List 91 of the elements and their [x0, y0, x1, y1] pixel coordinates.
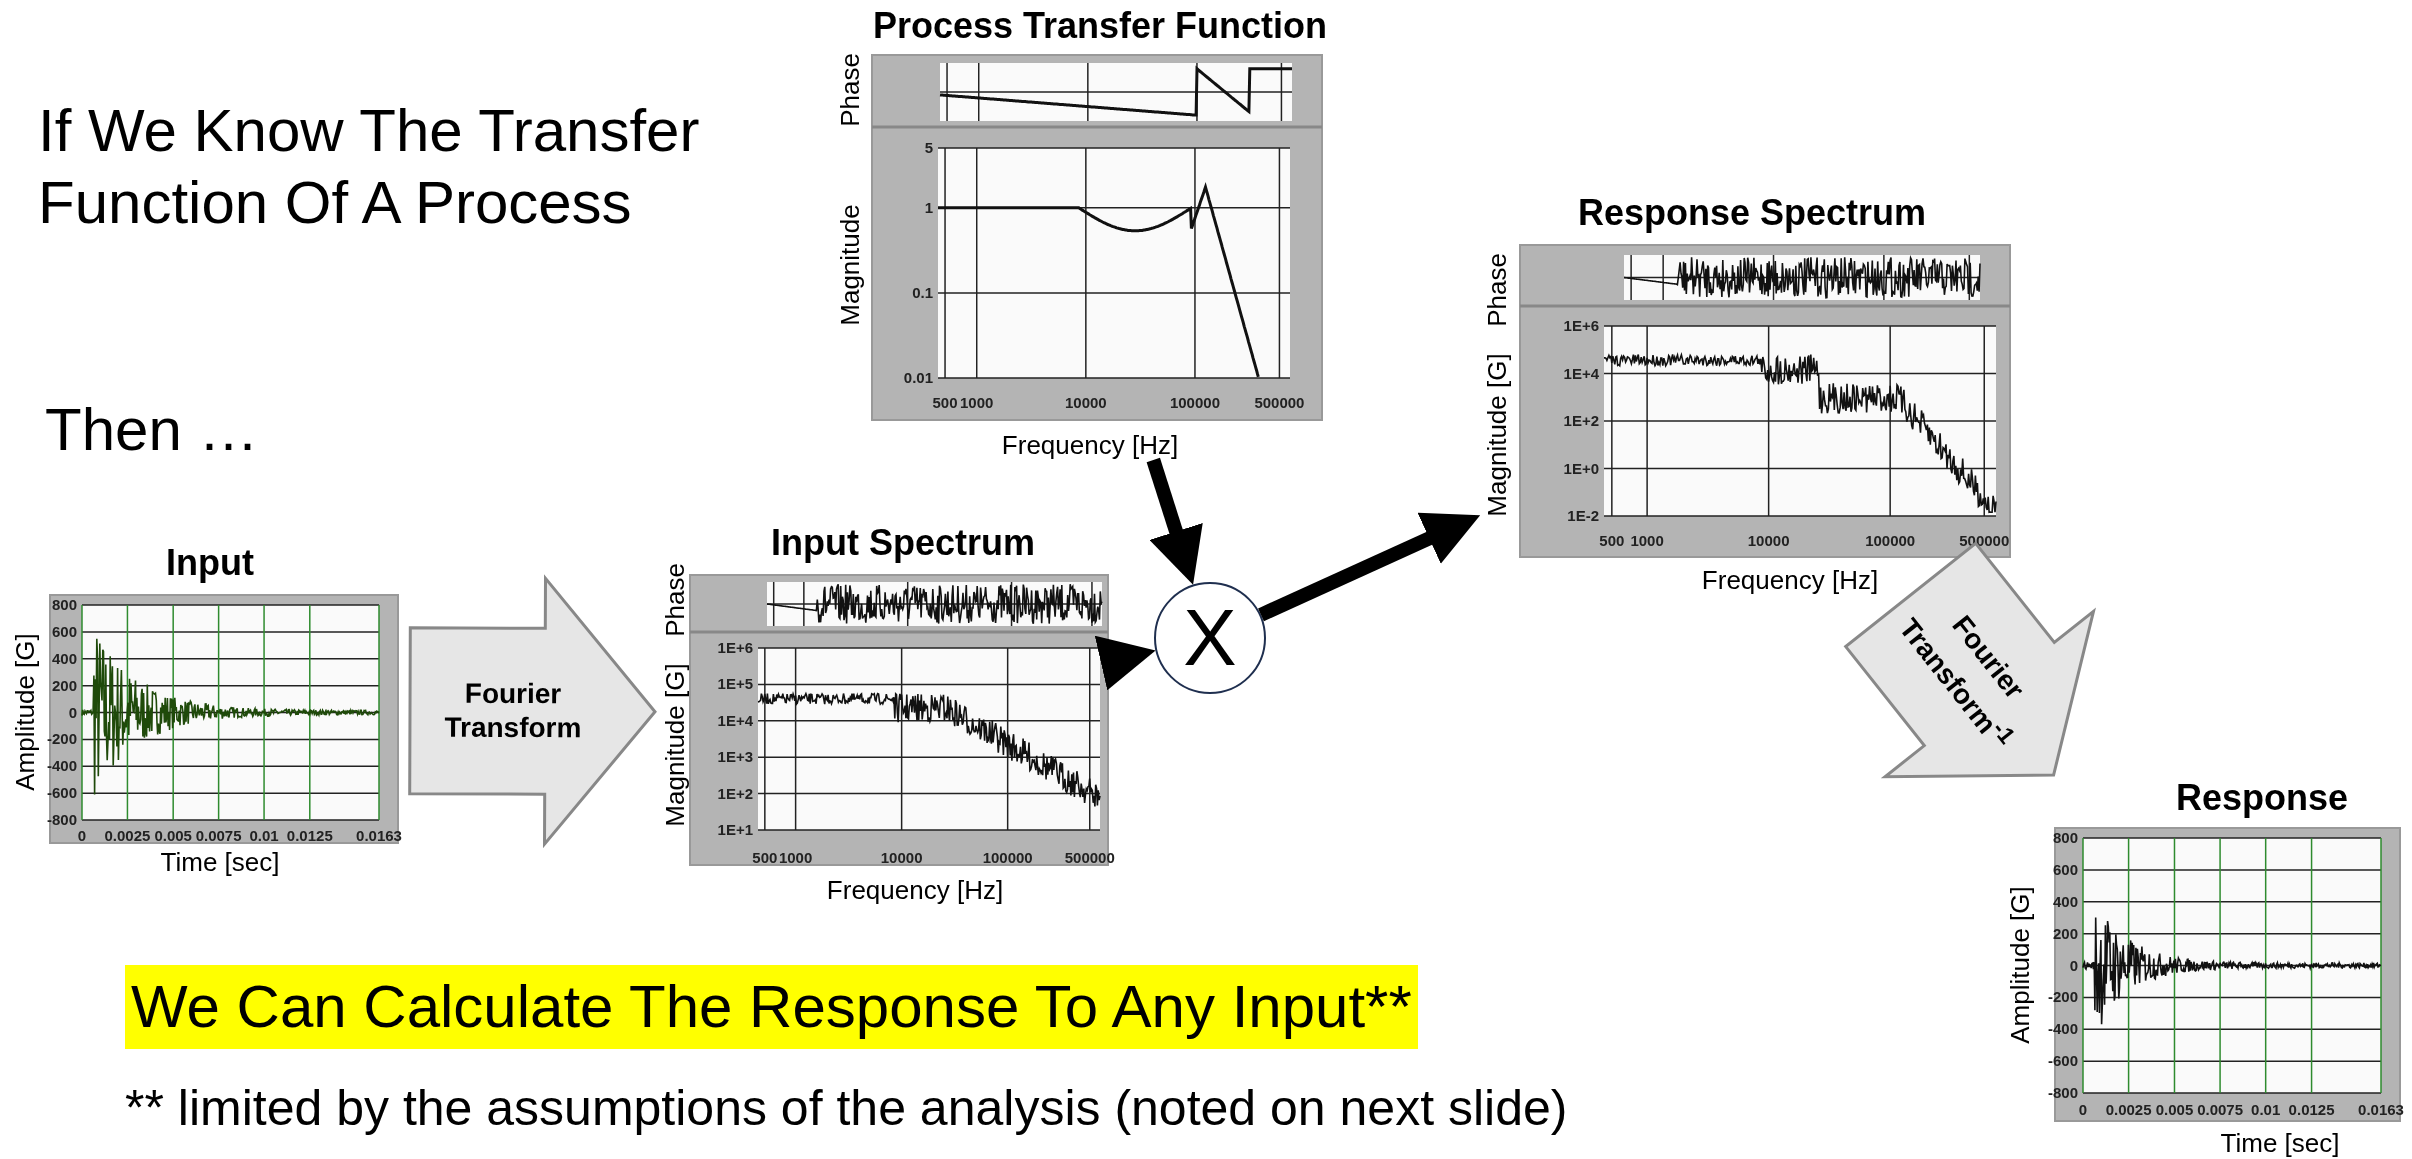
tick-label: -600	[46, 785, 77, 802]
tick-label: 0.005	[154, 828, 192, 844]
axis-title: Time [sec]	[2220, 1129, 2340, 1157]
footnote-text: ** limited by the assumptions of the analysis (noted on next slide)	[125, 1079, 1568, 1138]
axis-title: Frequency [Hz]	[826, 876, 1004, 904]
tick-label: 0	[77, 828, 87, 844]
tick-label: 100000	[1169, 395, 1220, 411]
tick-label: 500000	[1064, 850, 1115, 866]
tick-label: 1000	[1630, 533, 1664, 549]
tick-label: 0.005	[2155, 1102, 2194, 1118]
chart-title: Input	[166, 543, 254, 583]
axis-title: Magnitude [G]	[1483, 353, 1511, 517]
chart-title: Response Spectrum	[1577, 193, 1927, 233]
tick-label: 10000	[880, 850, 923, 866]
axis-title: Magnitude [G]	[661, 663, 689, 827]
tick-label: 0.1	[912, 284, 933, 301]
axis-title: Frequency [Hz]	[1001, 431, 1179, 459]
tick-label: 200	[51, 677, 77, 694]
tick-label: 1E+4	[717, 712, 753, 729]
tick-label: 100000	[982, 850, 1033, 866]
axis-title: Amplitude [G]	[2006, 886, 2034, 1044]
tick-label: 1000	[960, 395, 994, 411]
tick-label: 1E+5	[717, 676, 753, 693]
tick-label: 1000	[778, 850, 813, 866]
axis-title: Phase	[1483, 253, 1511, 327]
axis-title: Amplitude [G]	[11, 633, 39, 791]
multiply-circle: X	[1154, 582, 1266, 694]
tick-label: 0.01	[903, 370, 933, 386]
tick-label: 500	[1599, 533, 1625, 549]
highlighted-text: We Can Calculate The Response To Any Input**	[125, 965, 1418, 1049]
edge-label: Fourier Transform	[443, 676, 583, 746]
tick-label: 1E+2	[1563, 413, 1599, 429]
tick-label: 1E+4	[1563, 365, 1599, 382]
axis-title: Magnitude	[836, 204, 864, 326]
tick-label: 0.0025	[104, 828, 151, 844]
tick-label: 800	[51, 597, 77, 613]
tick-label: 0.0125	[2288, 1102, 2335, 1118]
arrow	[1094, 635, 1156, 691]
tick-label: 400	[51, 650, 77, 667]
tick-label: 1E+3	[717, 749, 753, 766]
tick-label: 600	[51, 623, 77, 640]
tick-label: 0.0075	[195, 828, 242, 844]
tick-label: -400	[46, 758, 77, 775]
tick-label: 0	[2069, 957, 2078, 974]
tick-label: 0.0025	[2105, 1102, 2152, 1118]
tick-label: 0.0075	[2197, 1102, 2243, 1118]
tick-label: 1E+6	[1563, 318, 1599, 334]
tick-label: -200	[2047, 989, 2078, 1006]
tick-label: 600	[2052, 861, 2078, 878]
tick-label: 0.0163	[2358, 1102, 2404, 1118]
tick-label: 500	[932, 395, 958, 411]
tick-label: 0.01	[2251, 1102, 2281, 1118]
tick-label: -600	[2047, 1053, 2078, 1070]
chart-title: Process Transfer Function	[872, 6, 1328, 46]
tick-label: 100000	[1865, 533, 1916, 549]
block-arrow	[408, 574, 657, 849]
tick-label: 1E-2	[1567, 508, 1599, 524]
tick-label: 1E+6	[717, 640, 753, 656]
tick-label: 5	[924, 140, 933, 156]
axis-title: Frequency [Hz]	[1701, 566, 1879, 594]
tick-label: 500	[752, 850, 778, 866]
body-text: Then …	[45, 395, 259, 464]
axis-title: Phase	[661, 563, 689, 637]
arrow	[1258, 512, 1481, 622]
heading-text: If We Know The Transfer Function Of A Process	[38, 96, 701, 238]
axis-title: Time [sec]	[160, 848, 280, 876]
tick-label: 800	[2052, 830, 2078, 846]
tick-label: 0.0163	[356, 828, 402, 844]
tick-label: -200	[46, 731, 77, 748]
block-arrow	[1843, 541, 2096, 779]
tick-label: -400	[2047, 1021, 2078, 1038]
tick-label: 10000	[1064, 395, 1107, 411]
axis-title: Phase	[836, 53, 864, 127]
tick-label: 200	[2052, 925, 2078, 942]
tick-label: 0	[68, 704, 77, 721]
tick-label: 1E+2	[717, 785, 753, 802]
tick-label: 500000	[1254, 395, 1305, 411]
tick-label: 1E+0	[1563, 460, 1599, 477]
chart-title: Response	[2175, 778, 2349, 818]
tick-label: 1	[924, 199, 933, 216]
tick-label: 0.01	[249, 828, 279, 844]
chart-title: Input Spectrum	[771, 523, 1035, 563]
tick-label: -800	[46, 812, 77, 828]
arrow	[1146, 457, 1203, 585]
tick-label: -800	[2047, 1085, 2078, 1101]
tick-label: 0.0125	[286, 828, 333, 844]
tick-label: 500000	[1959, 533, 2010, 549]
tick-label: 1E+1	[717, 822, 753, 838]
tick-label: 400	[2052, 893, 2078, 910]
tick-label: 10000	[1747, 533, 1790, 549]
tick-label: 0	[2078, 1102, 2088, 1118]
